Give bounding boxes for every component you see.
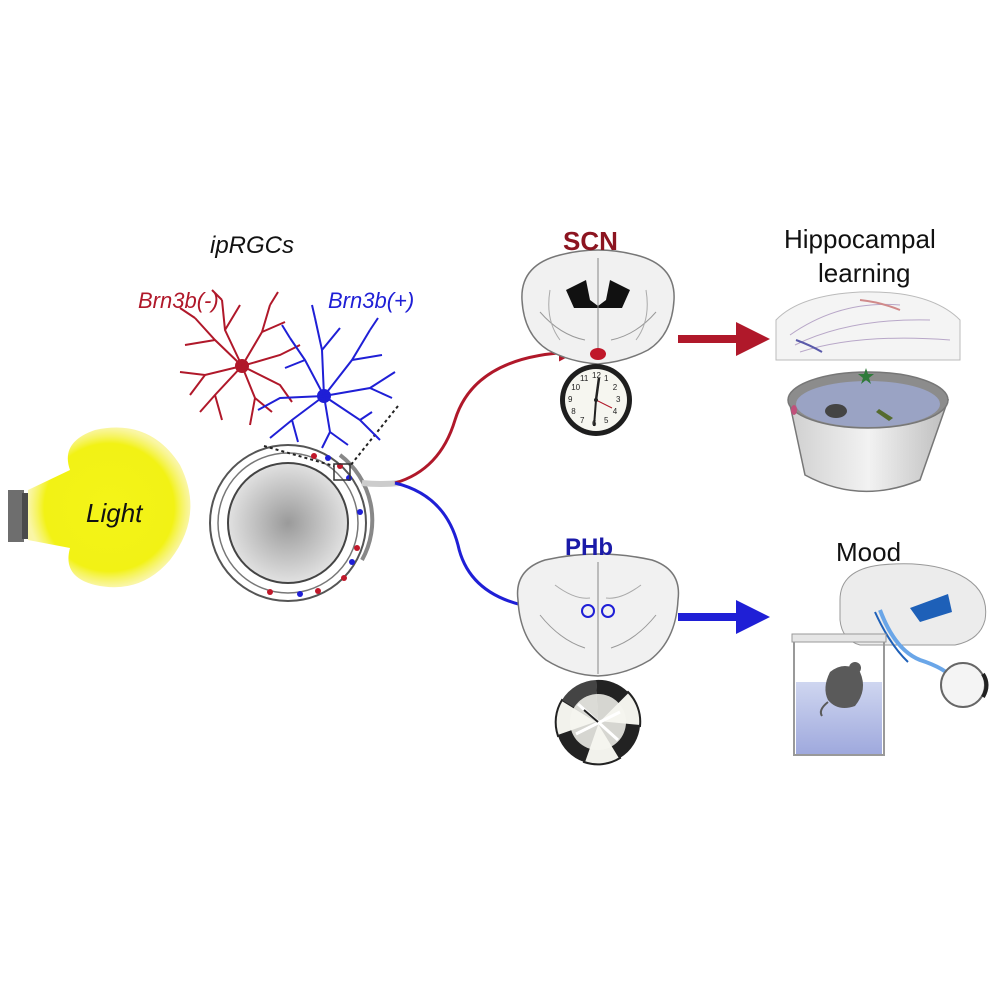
clock-numeral: 8: [571, 407, 576, 416]
light-bulb: [8, 427, 191, 588]
red-outcome-arrow: [678, 322, 770, 356]
clock-numeral: 2: [612, 383, 618, 392]
blue-outcome-arrow: [678, 600, 770, 634]
clock-numeral: 1: [604, 374, 609, 384]
clock-numeral: 3: [616, 395, 621, 404]
water-maze-illustration: [775, 291, 961, 493]
scn-label: SCN: [563, 226, 618, 256]
brn3b-pos-neuron: [257, 304, 396, 449]
clock-numeral: 6: [592, 419, 597, 428]
phb-brain-section: [516, 553, 680, 677]
intact-clock: [560, 364, 632, 436]
phb-label: PHb: [565, 534, 613, 561]
forced-swim-illustration: [791, 563, 989, 756]
hippocampal-label: Hippocampal: [784, 224, 936, 254]
clock-numeral: 12: [592, 371, 601, 380]
retina-eye: [198, 405, 401, 602]
clock-numeral: 10: [571, 383, 581, 392]
clock-numeral: 4: [612, 407, 618, 416]
fragmented-clock: [554, 679, 642, 766]
clock-numeral: 7: [580, 415, 585, 425]
clock-numeral: 11: [580, 374, 589, 384]
brn3b-neg-label: Brn3b(-): [138, 288, 219, 313]
scn-brain-section: [521, 249, 675, 365]
iprgcs-title: ipRGCs: [210, 232, 295, 259]
brn3b-neg-neuron: [179, 289, 301, 426]
clock-numeral: 9: [568, 395, 573, 404]
mood-label: Mood: [836, 537, 902, 567]
clock-numeral: 5: [604, 415, 609, 425]
light-label: Light: [86, 498, 143, 528]
learning-label: learning: [818, 258, 911, 288]
brn3b-pos-label: Brn3b(+): [328, 288, 415, 313]
red-pathway: [394, 343, 577, 485]
